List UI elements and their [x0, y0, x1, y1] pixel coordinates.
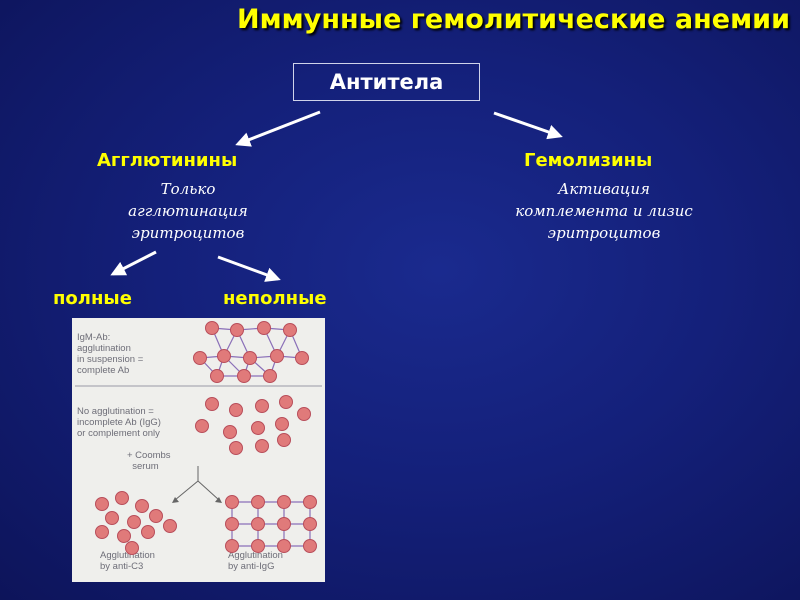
- complete-antibodies-label: полные: [53, 288, 132, 309]
- agglutinins-desc-line: агглютинация: [128, 202, 248, 220]
- rbc-cell: [251, 421, 265, 435]
- rbc-cell: [251, 539, 265, 553]
- coombs-serum-label: + Coombs serum: [127, 450, 171, 472]
- rbc-cell: [163, 519, 177, 533]
- rbc-cell: [217, 349, 231, 363]
- rbc-cell: [277, 539, 291, 553]
- rbc-cell: [279, 395, 293, 409]
- hemolysins-heading: Гемолизины: [524, 150, 653, 171]
- split-arrow-right: [197, 480, 220, 501]
- no-agglutination-label: No agglutination = incomplete Ab (IgG) o…: [77, 406, 161, 439]
- rbc-cell: [303, 517, 317, 531]
- rbc-cell: [275, 417, 289, 431]
- antibodies-box: Антитела: [293, 63, 480, 101]
- rbc-cell: [95, 525, 109, 539]
- anti-igg-label: Agglutination by anti-IgG: [228, 550, 283, 572]
- anti-c3-label: Agglutination by anti-C3: [100, 550, 155, 572]
- igm-label: IgM-Ab: agglutination in suspension = co…: [77, 332, 144, 376]
- rbc-cell: [229, 403, 243, 417]
- rbc-cell: [195, 419, 209, 433]
- arrow-to-agglutinins: [235, 110, 321, 147]
- rbc-cell: [193, 351, 207, 365]
- hemolysins-desc-line: Активация: [558, 180, 650, 198]
- rbc-cell: [149, 509, 163, 523]
- rbc-cell: [243, 351, 257, 365]
- split-arrow-left: [174, 480, 199, 501]
- hemolysins-desc-line: комплемента и лизис: [515, 202, 693, 220]
- rbc-cell: [225, 517, 239, 531]
- arrow-to-hemolysins: [493, 111, 563, 140]
- rbc-cell: [277, 433, 291, 447]
- rbc-cell: [135, 499, 149, 513]
- rbc-cell: [230, 323, 244, 337]
- rbc-cell: [141, 525, 155, 539]
- rbc-cell: [205, 321, 219, 335]
- rbc-cell: [255, 399, 269, 413]
- rbc-cell: [237, 369, 251, 383]
- rbc-cell: [105, 511, 119, 525]
- incomplete-antibodies-label: неполные: [223, 288, 327, 309]
- rbc-cell: [115, 491, 129, 505]
- rbc-cell: [263, 369, 277, 383]
- rbc-cell: [223, 425, 237, 439]
- agglutinins-desc-line: эритроцитов: [131, 224, 245, 242]
- rbc-cell: [270, 349, 284, 363]
- rbc-cell: [283, 323, 297, 337]
- rbc-cell: [117, 529, 131, 543]
- hemolysins-desc-line: эритроцитов: [547, 224, 661, 242]
- rbc-cell: [225, 495, 239, 509]
- split-arrow-right-head: [215, 497, 222, 503]
- rbc-cell: [205, 397, 219, 411]
- agglutinins-heading: Агглютинины: [97, 150, 238, 171]
- arrow-to-complete: [110, 250, 157, 276]
- split-arrow-left-head: [172, 497, 179, 503]
- rbc-cell: [210, 369, 224, 383]
- rbc-cell: [127, 515, 141, 529]
- rbc-cell: [257, 321, 271, 335]
- rbc-cell: [277, 495, 291, 509]
- hemolysins-description: Активация комплемента и лизис эритроцито…: [484, 178, 724, 244]
- slide-title: Иммунные гемолитические анемии: [237, 4, 790, 35]
- agglutination-figure: IgM-Ab: agglutination in suspension = co…: [72, 318, 325, 582]
- rbc-cell: [297, 407, 311, 421]
- rbc-cell: [229, 441, 243, 455]
- arrow-to-incomplete: [217, 255, 281, 282]
- rbc-cell: [125, 541, 139, 555]
- rbc-cell: [251, 517, 265, 531]
- rbc-cell: [295, 351, 309, 365]
- rbc-cell: [303, 495, 317, 509]
- agglutinins-description: Только агглютинация эритроцитов: [98, 178, 278, 244]
- rbc-cell: [303, 539, 317, 553]
- cells-illustration: [75, 321, 322, 555]
- rbc-cell: [95, 497, 109, 511]
- rbc-cell: [255, 439, 269, 453]
- rbc-cell: [277, 517, 291, 531]
- rbc-cell: [251, 495, 265, 509]
- agglutinins-desc-line: Только: [160, 180, 216, 198]
- rbc-cell: [225, 539, 239, 553]
- antibodies-label: Антитела: [329, 70, 444, 94]
